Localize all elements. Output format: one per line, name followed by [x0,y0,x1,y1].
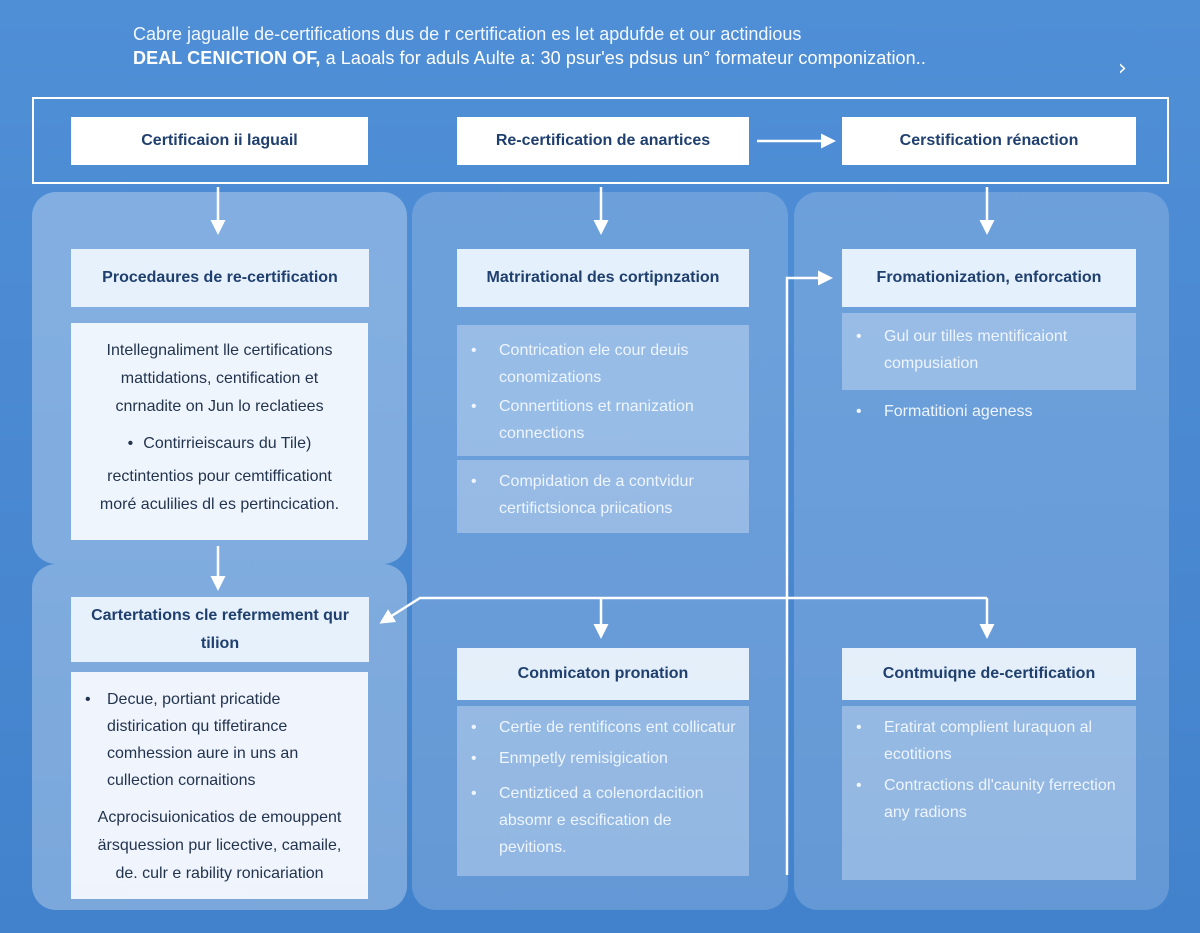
col1-para3: Acprocisuionicatios de emouppent ärsques… [71,804,368,888]
top-box-2: Re-certification de anartices [457,117,749,165]
column-2-card-2: Compidation de a contvidur certifictsion… [457,460,749,533]
col2-item-4: Certie de rentificons ent collicatur [457,714,741,741]
col1-bullet: • Contirrieiscaurs du Tile) [71,430,368,458]
col2-list-3: Certie de rentificons ent collicatur Enm… [457,714,741,861]
col2-item-2: Connertitions et rnanization connections [457,393,737,447]
column-3-item-block: Formatitioni ageness [842,398,1136,428]
connector-to-col1 [379,596,987,624]
col1-para1-line1: Intellegnaliment lle certifications [106,342,333,359]
col1-bullet-dot: • [127,435,134,452]
arrow-riser-to-col3 [785,270,833,875]
column-1-card: Intellegnaliment lle certifications matt… [71,323,368,540]
col1-list-item-4: cullection cornaitions [107,772,256,789]
column-3-header: Fromationization, enforcation [842,249,1136,307]
col1-para1-line2: mattidations, centification et [120,370,319,387]
col1-list-item-1: Decue, portiant pricatide [71,686,368,713]
column-2-header-2: Conmicaton pronation [457,648,749,700]
col3-item-2: Formatitioni ageness [842,398,1126,425]
diagram-title: Cabre jagualle de-certifications dus de … [133,22,1093,70]
chevron-right-icon[interactable]: › [1118,56,1127,81]
col3-item-4: Contractions dl'caunity ferrection any r… [842,772,1126,826]
column-3-header-2: Contmuiqne de-certification [842,648,1136,700]
col1-list-item-3: comhession aure in uns an [107,745,299,762]
title-line-2-rest: a Laoals for aduls Aulte a: 30 psur'es p… [320,48,926,68]
column-1-header: Procedaures de re-certification [71,249,369,307]
col1-bullet-text: Contirrieiscaurs du Tile) [143,435,312,452]
col1-para3-line3: de. culr e rability ronicariation [115,865,324,882]
column-1-header-2: Cartertations cle refermement qur tilion [71,597,369,662]
column-3-card-1: Gul our tilles mentificaiont compusiatio… [842,313,1136,390]
col2-list-1: Contrication ele cour deuis conomization… [457,337,737,447]
col1-para3-line1: Acprocisuionicatios de emouppent [97,809,342,826]
col1-para3-line2: ärsquession pur licective, camaile, [97,837,342,854]
col2-list-2: Compidation de a contvidur certifictsion… [457,468,737,522]
col3-item-1: Gul our tilles mentificaiont compusiatio… [842,323,1126,377]
col1-para2-line1: rectintentios pour cemtifficationt [107,468,332,485]
column-2-card-1: Contrication ele cour deuis conomization… [457,325,749,456]
title-line-2: DEAL CENICTION OF, a Laoals for aduls Au… [133,46,1093,70]
col3-list-3: Eratirat complient luraquon al ecotition… [842,714,1126,826]
top-box-1: Certificaion ii laguail [71,117,368,165]
col1-para1-line3: cnrnadite on Jun lo reclatiees [115,398,324,415]
col2-item-3: Compidation de a contvidur certifictsion… [457,468,737,522]
top-frame [32,97,1169,184]
column-3-card-2: Eratirat complient luraquon al ecotition… [842,706,1136,880]
col3-list-2: Formatitioni ageness [842,398,1126,425]
col3-item-3: Eratirat complient luraquon al ecotition… [842,714,1126,768]
top-box-3: Cerstification rénaction [842,117,1136,165]
col2-item-1: Contrication ele cour deuis conomization… [457,337,737,391]
column-2-card-3: Certie de rentificons ent collicatur Enm… [457,706,749,876]
title-line-1: Cabre jagualle de-certifications dus de … [133,24,802,44]
col1-para2-line2: moré aculilies dl es pertincication. [99,496,340,513]
col3-list-1: Gul our tilles mentificaiont compusiatio… [842,323,1126,377]
column-1-card-2: Decue, portiant pricatide distirication … [71,672,368,899]
title-line-2-bold: DEAL CENICTION OF, [133,48,321,68]
col2-item-6: Centizticed a colenordacition absomr e e… [457,780,741,861]
col1-bullet-list: Decue, portiant pricatide distirication … [71,686,368,794]
col2-item-5: Enmpetly remisigication [457,745,741,772]
column-2-header: Matrirational des cortipnzation [457,249,749,307]
col1-list-item-2: distirication qu tiffetirance [107,718,288,735]
